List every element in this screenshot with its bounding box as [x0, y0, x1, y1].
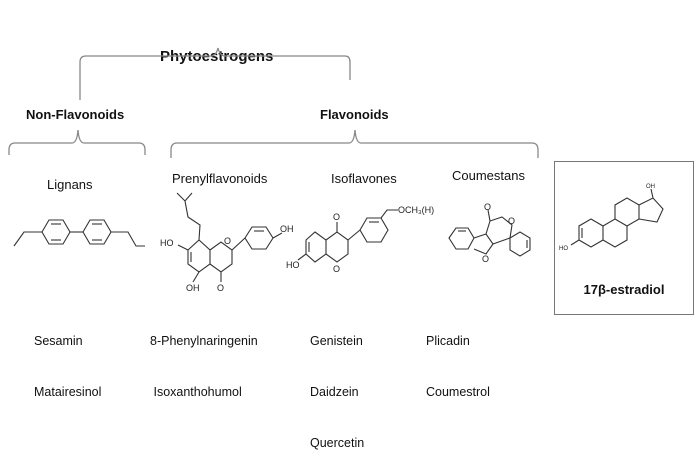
example-item: Genistein: [310, 334, 363, 348]
atom-label: HO: [286, 260, 300, 270]
structure-coumestan: [448, 209, 531, 257]
atom-label: O: [508, 216, 515, 226]
structure-lignans: [13, 219, 145, 247]
atom-label: OH: [646, 184, 655, 190]
example-item: Coumestrol: [426, 385, 490, 399]
class-label-lignans: Lignans: [47, 177, 93, 192]
examples-coumestans: Plicadin Coumestrol: [426, 299, 490, 418]
atom-label: O: [217, 283, 224, 293]
example-item: Quercetin: [310, 436, 365, 450]
class-label-prenylflavonoids: Prenylflavonoids: [172, 171, 268, 186]
atom-label: O: [224, 236, 231, 246]
atom-label: HO: [559, 246, 568, 252]
structure-estradiol: OH HO: [559, 184, 664, 252]
atom-label: OH: [186, 283, 200, 293]
example-item: Isoxanthohumol: [150, 385, 242, 399]
atom-labels-prenylflavonoid: O OH HO OH O: [160, 224, 294, 293]
atom-label: O: [333, 212, 340, 222]
example-item: Matairesinol: [34, 385, 102, 399]
example-item: Daidzein: [310, 385, 359, 399]
atom-label: HO: [160, 238, 174, 248]
examples-prenylflavonoids: 8-Phenylnaringenin Isoxanthohumol: [150, 299, 258, 418]
structure-isoflavone: [297, 209, 398, 263]
example-item: Sesamin: [34, 334, 83, 348]
diagram-title: Phytoestrogens: [160, 48, 274, 65]
bracket-non-flavonoids: [8, 129, 146, 155]
atom-label: OCH₃(H): [398, 205, 434, 215]
bracket-flavonoids: [170, 129, 539, 158]
group-label-flavonoids: Flavonoids: [320, 107, 389, 122]
atom-label: O: [482, 254, 489, 264]
atom-label: O: [484, 202, 491, 212]
atom-label: OH: [280, 224, 294, 234]
class-label-coumestans: Coumestans: [452, 168, 525, 183]
example-item: 8-Phenylnaringenin: [150, 334, 258, 348]
structure-prenylflavonoid: [176, 192, 283, 283]
examples-lignans: Sesamin Matairesinol: [34, 299, 101, 418]
atom-label: O: [333, 264, 340, 274]
example-item: Plicadin: [426, 334, 470, 348]
group-label-non-flavonoids: Non-Flavonoids: [26, 107, 125, 122]
reference-box-estradiol: OH HO 17β-estradiol: [554, 161, 694, 315]
class-label-isoflavones: Isoflavones: [331, 171, 397, 186]
diagram-graphics: O OH HO OH O O O HO OCH₃(H) O O O: [8, 47, 539, 293]
bracket-phytoestrogens: [79, 47, 351, 100]
reference-label: 17β-estradiol: [583, 282, 665, 297]
